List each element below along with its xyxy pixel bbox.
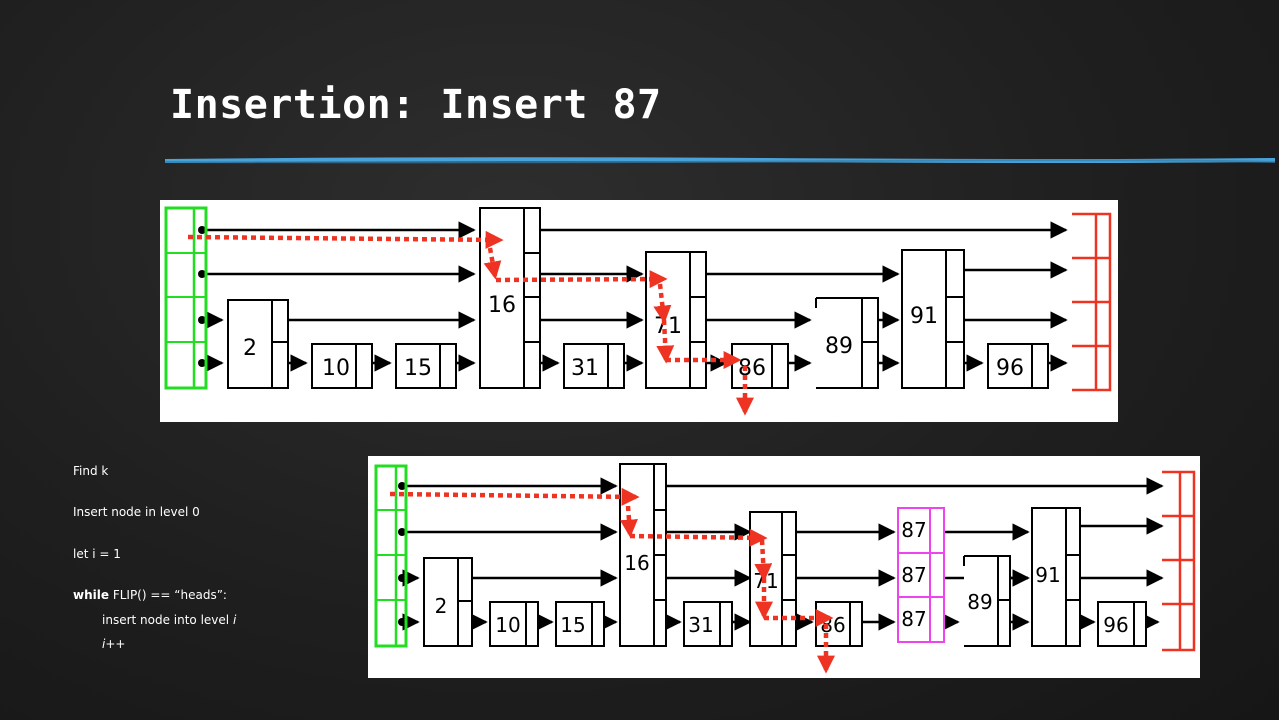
node-87-label: 87 (901, 563, 926, 587)
head-sentinel (164, 206, 208, 390)
search-path (389, 487, 835, 674)
node-91: 91 (901, 249, 965, 389)
node-15: 15 (395, 343, 457, 389)
node-10-label: 10 (322, 356, 350, 381)
node-15-label: 15 (404, 356, 432, 381)
node-89: 89 (815, 297, 879, 389)
pseudocode-line: let i = 1 (73, 547, 121, 561)
node-71: 71 (749, 511, 797, 647)
node-2: 2 (423, 557, 473, 647)
node-96-label: 96 (1103, 613, 1128, 637)
node-10: 10 (311, 343, 373, 389)
node-2: 2 (227, 299, 289, 389)
search-path (187, 230, 754, 416)
node-96: 96 (987, 343, 1049, 389)
title-underline (165, 157, 1275, 164)
node-91-label: 91 (910, 304, 938, 329)
node-10-label: 10 (495, 613, 520, 637)
node-86: 86 (815, 601, 863, 647)
node-87-label: 87 (901, 607, 926, 631)
node-10: 10 (489, 601, 539, 647)
node-89-label: 89 (825, 334, 853, 359)
node-89: 89 (963, 555, 1011, 647)
pseudocode-line: insert node into level i (102, 612, 236, 628)
node-86: 86 (731, 343, 789, 389)
node-31-label: 31 (688, 613, 713, 637)
node-89-label: 89 (967, 590, 992, 614)
tail-sentinel (1162, 470, 1196, 652)
pseudocode-line: while FLIP() == “heads”: (73, 587, 227, 603)
pseudocode-line: Find k (73, 464, 109, 478)
pseudocode-line: i++ (102, 637, 126, 651)
insert-text: insert node into level (102, 613, 233, 627)
node-16-label: 16 (624, 551, 649, 575)
level-var: i (232, 613, 237, 627)
node-15: 15 (555, 601, 605, 647)
node-31-label: 31 (571, 356, 599, 381)
node-96: 96 (1097, 601, 1147, 647)
while-keyword: while (73, 588, 109, 602)
inserted-node-87: 87 87 87 (897, 507, 945, 643)
node-96-label: 96 (996, 356, 1024, 381)
node-86-label: 86 (738, 356, 766, 381)
node-71: 71 (645, 251, 707, 389)
node-15-label: 15 (560, 613, 585, 637)
pseudocode-line: Insert node in level 0 (73, 505, 200, 519)
tail-sentinel (1072, 212, 1112, 392)
node-16: 16 (619, 463, 667, 647)
node-91-label: 91 (1035, 563, 1060, 587)
node-71-label: 71 (654, 314, 682, 339)
skip-list-after-insert-diagram: 2 10 15 16 31 71 86 87 87 87 (368, 456, 1200, 678)
node-2-label: 2 (243, 336, 257, 361)
node-31: 31 (563, 343, 625, 389)
node-31: 31 (683, 601, 733, 647)
skip-list-search-diagram: 2 10 15 16 31 71 86 89 (160, 200, 1118, 422)
node-2-label: 2 (435, 594, 448, 618)
node-87-label: 87 (901, 518, 926, 542)
while-condition: FLIP() == “heads”: (109, 588, 227, 602)
node-16: 16 (479, 207, 541, 389)
slide-title: Insertion: Insert 87 (170, 82, 662, 128)
node-91: 91 (1031, 507, 1081, 647)
node-16-label: 16 (488, 293, 516, 318)
head-sentinel (374, 464, 408, 648)
